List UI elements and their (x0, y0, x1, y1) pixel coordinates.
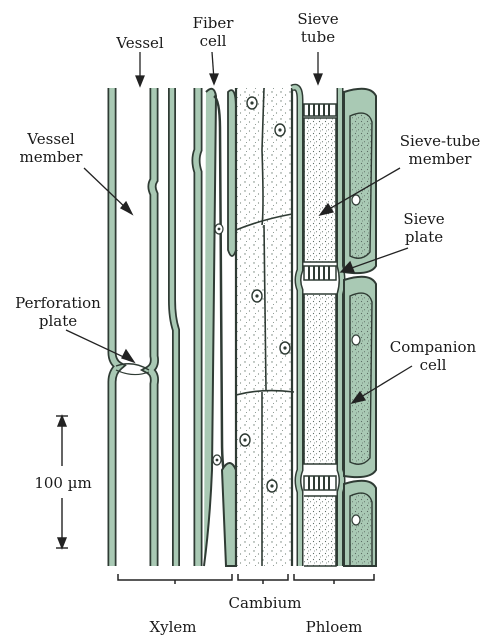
label-vessel-member-line1: Vessel (10, 130, 92, 148)
label-fiber-cell-line1: Fiber (188, 14, 238, 32)
label-perforation-plate: Perforation plate (6, 294, 110, 330)
label-cambium: Cambium (218, 594, 312, 612)
sieve-tube (292, 87, 342, 566)
vessel-2-walls (172, 88, 198, 566)
label-sieve-tube-member-line1: Sieve-tube (392, 132, 488, 150)
vessel-left-wall (112, 88, 119, 566)
label-phloem: Phloem (294, 618, 374, 636)
label-sieve-tube-member: Sieve-tube member (392, 132, 488, 168)
label-fiber-cell-line2: cell (188, 32, 238, 50)
label-vessel-member-line2: member (10, 148, 92, 166)
label-xylem: Xylem (128, 618, 218, 636)
fiber-cells (204, 89, 236, 566)
label-scale-bar: 100 µm (26, 474, 100, 492)
label-sieve-plate-line1: Sieve (396, 210, 452, 228)
tissue-brackets (118, 574, 374, 584)
label-companion-cell-line2: cell (380, 356, 486, 374)
label-perforation-plate-line1: Perforation (6, 294, 110, 312)
label-sieve-plate-line2: plate (396, 228, 452, 246)
label-vessel: Vessel (104, 34, 176, 52)
label-sieve-tube-line2: tube (292, 28, 344, 46)
companion-cells (344, 89, 376, 566)
label-sieve-plate: Sieve plate (396, 210, 452, 246)
label-fiber-cell: Fiber cell (188, 14, 238, 50)
label-sieve-tube: Sieve tube (292, 10, 344, 46)
label-companion-cell: Companion cell (380, 338, 486, 374)
label-perforation-plate-line2: plate (6, 312, 110, 330)
vessel-right-wall (149, 88, 154, 566)
label-sieve-tube-member-line2: member (392, 150, 488, 168)
label-vessel-member: Vessel member (10, 130, 92, 166)
label-companion-cell-line1: Companion (380, 338, 486, 356)
label-sieve-tube-line1: Sieve (292, 10, 344, 28)
